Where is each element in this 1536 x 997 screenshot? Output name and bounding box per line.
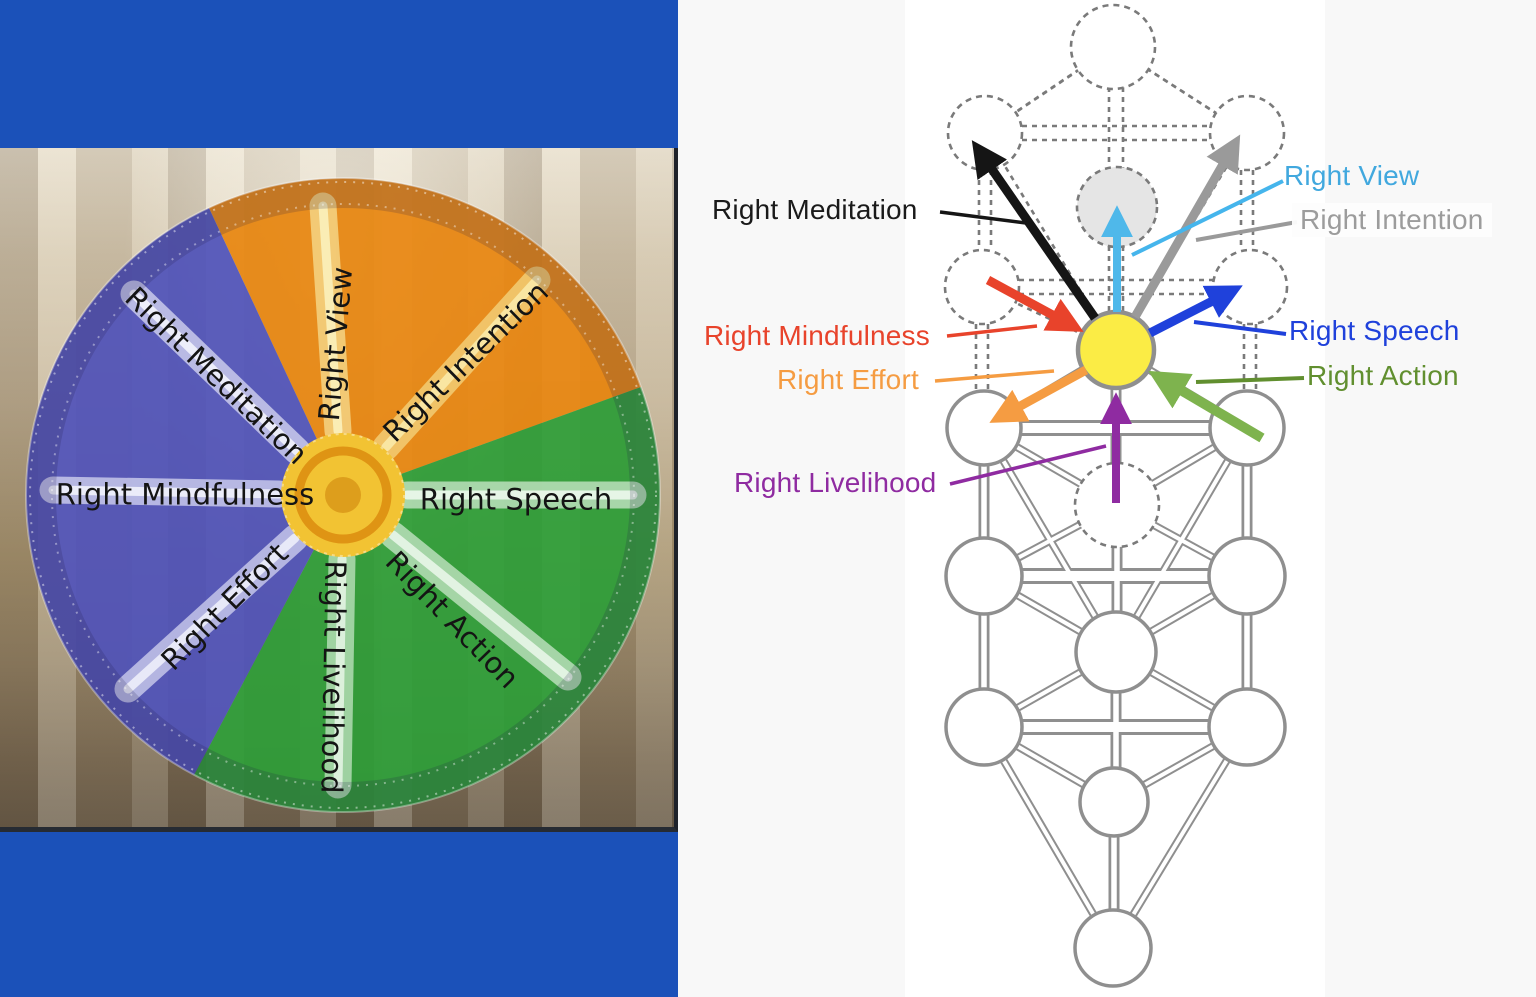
node-yesod-dashed bbox=[1073, 461, 1161, 549]
right-meditation-leader bbox=[939, 210, 1027, 225]
wheel-spokes bbox=[39, 192, 647, 799]
node-center-652 bbox=[1074, 610, 1158, 694]
mapping-arrows bbox=[971, 134, 1265, 503]
right-meditation-arrow bbox=[971, 140, 1099, 321]
right-livelihood-leader bbox=[949, 444, 1107, 486]
right-intention-arrow bbox=[1131, 134, 1241, 320]
node-yesod-solid bbox=[1078, 766, 1150, 838]
node-mid-right-dashed bbox=[1211, 248, 1289, 326]
annotation-right-intention: Right Intention bbox=[1292, 203, 1492, 237]
tree-of-life-panel: Right Meditation Right View Right Intent… bbox=[678, 0, 1536, 997]
annotation-right-action: Right Action bbox=[1307, 360, 1459, 391]
dharma-wheel-photo: Right View Right Intention Right Speech … bbox=[0, 148, 678, 832]
upper-tree-nodes bbox=[943, 3, 1289, 549]
node-right-727 bbox=[1207, 687, 1287, 767]
node-keter-dashed bbox=[1069, 3, 1157, 91]
annotation-right-meditation: Right Meditation bbox=[712, 194, 918, 225]
annotation-right-effort: Right Effort bbox=[777, 364, 919, 395]
node-mid-left-dashed bbox=[943, 248, 1021, 326]
wheel-rim bbox=[25, 177, 661, 813]
right-view-leader bbox=[1131, 179, 1284, 257]
slide-left-panel: Right View Right Intention Right Speech … bbox=[0, 0, 678, 997]
wheel-label-right-speech: Right Speech bbox=[419, 482, 613, 517]
annotation-right-mindfulness: Right Mindfulness bbox=[704, 320, 930, 351]
node-left-428 bbox=[945, 389, 1023, 467]
annotation-right-livelihood: Right Livelihood bbox=[734, 467, 937, 498]
right-mindfulness-leader bbox=[946, 324, 1038, 338]
node-malkuth bbox=[1073, 908, 1153, 988]
right-effort-leader bbox=[934, 369, 1055, 383]
label-leader-lines bbox=[934, 179, 1305, 486]
tree-of-life-graphic bbox=[905, 0, 1325, 997]
right-action-leader bbox=[1195, 376, 1305, 384]
node-tiferet-yellow bbox=[1075, 309, 1157, 391]
right-speech-leader bbox=[1193, 320, 1287, 336]
lower-tree-nodes bbox=[944, 389, 1287, 988]
wheel-hub bbox=[281, 433, 405, 557]
annotation-right-speech: Right Speech bbox=[1289, 315, 1460, 346]
right-action-arrow bbox=[1148, 370, 1265, 443]
node-right-576 bbox=[1207, 536, 1287, 616]
right-intention-leader bbox=[1195, 220, 1298, 242]
wheel-label-right-livelihood: Right Livelihood bbox=[314, 560, 353, 794]
right-speech-arrow bbox=[1147, 285, 1243, 338]
annotation-right-view: Right View bbox=[1284, 160, 1420, 191]
dharma-wheel-graphic bbox=[25, 177, 661, 813]
right-effort-arrow bbox=[989, 366, 1089, 423]
node-left-576 bbox=[944, 536, 1024, 616]
node-left-727 bbox=[944, 687, 1024, 767]
right-mindfulness-arrow bbox=[985, 276, 1084, 332]
wheel-label-right-mindfulness: Right Mindfulness bbox=[55, 477, 315, 512]
